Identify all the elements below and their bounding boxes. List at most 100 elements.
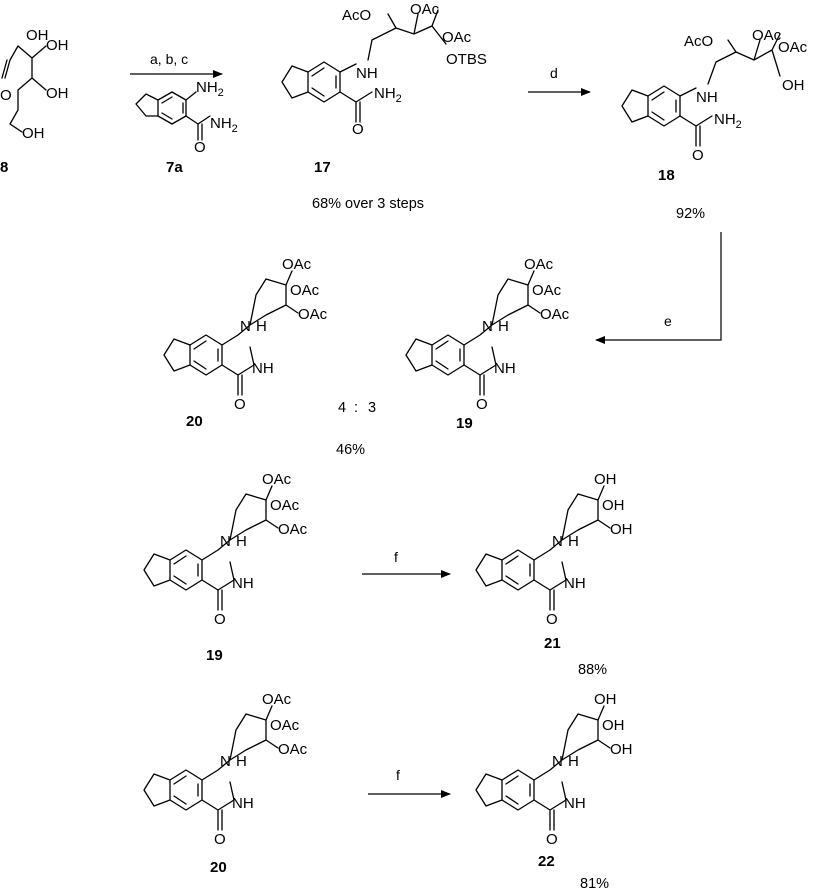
carbonyl-o-label: O [546, 831, 558, 848]
compound-label-19: 19 [456, 415, 473, 432]
step-abc: a, b, c NH2 NH2 O 7a [130, 51, 238, 176]
carbonyl-o-label: O [352, 121, 364, 138]
ratio-left: 4 [338, 400, 346, 416]
compound-22-structure: OH OH OH N H NH O [475, 691, 633, 848]
h-label: H [568, 753, 579, 770]
nh-label: NH [252, 360, 274, 377]
yield-22: 81% [580, 876, 609, 891]
step-f-2: f [368, 767, 451, 798]
oh-label: OH [782, 77, 805, 94]
oac-label: OAc [752, 27, 782, 44]
oac-label: OAc [278, 741, 308, 758]
oac-label: OAc [270, 717, 300, 734]
oac-label: OAc [262, 691, 292, 708]
carbonyl-o-label: O [476, 396, 488, 413]
n-label: N [552, 533, 563, 550]
yield-17: 68% over 3 steps [312, 196, 424, 212]
compound-20-structure: OAc OAc OAc N H NH O [163, 256, 328, 413]
nh2-label: NH2 [196, 79, 224, 99]
h-label: H [236, 533, 247, 550]
compound-label-22: 22 [538, 853, 555, 870]
h-label: H [236, 753, 247, 770]
compound-7a-structure: NH2 NH2 O 7a [135, 79, 238, 176]
reagent-abc: a, b, c [150, 51, 188, 67]
compound-label-20: 20 [210, 859, 227, 876]
nh-label: NH [564, 795, 586, 812]
n-label: N [482, 318, 493, 335]
compound-label-19: 19 [206, 647, 223, 664]
h-label: H [498, 318, 509, 335]
reagent-d: d [550, 65, 558, 81]
nh-label: NH [356, 65, 378, 82]
compound-label-21: 21 [544, 635, 561, 652]
aco-label: AcO [684, 33, 713, 50]
ratio: 4 : 3 [338, 400, 376, 416]
ratio-separator: : [354, 400, 358, 416]
n-label: N [220, 533, 231, 550]
compound-label-20: 20 [186, 413, 203, 430]
compound-label-17: 17 [314, 159, 331, 176]
oh-label: OH [594, 471, 617, 488]
compound-18-structure: AcO OAc OAc OH NH NH2 O 18 [621, 27, 808, 184]
n-label: N [220, 753, 231, 770]
reaction-arrow [595, 232, 722, 344]
compound-20-structure: OAc OAc OAc N H NH O [143, 691, 308, 848]
oh-label: OH [602, 497, 625, 514]
oac-label: OAc [410, 1, 440, 18]
oac-label: OAc [524, 256, 554, 273]
reagent-e: e [664, 313, 672, 329]
reagent-f: f [394, 549, 398, 565]
compound-17-structure: AcO OAc OAc OTBS NH NH2 O 17 [281, 1, 487, 176]
step-d: d [528, 65, 591, 96]
compound-label-18: 18 [658, 167, 675, 184]
oac-label: OAc [262, 471, 292, 488]
h-label: H [568, 533, 579, 550]
oac-label: OAc [778, 39, 808, 56]
nh-label: NH [494, 360, 516, 377]
oac-label: OAc [540, 306, 570, 323]
nh2-label: NH2 [374, 85, 402, 105]
compound-21-structure: OH OH OH N H NH O [475, 471, 633, 628]
nh-label: NH [696, 89, 718, 106]
carbonyl-o-label: O [546, 611, 558, 628]
oh-label: OH [594, 691, 617, 708]
oh-label: OH [610, 741, 633, 758]
oac-label: OAc [278, 521, 308, 538]
yield-21: 88% [578, 662, 607, 678]
oh-label: OH [46, 85, 69, 102]
step-e: e [595, 232, 722, 344]
nh-label: NH [564, 575, 586, 592]
yield-19-20: 46% [336, 442, 365, 458]
oac-label: OAc [442, 29, 472, 46]
h-label: H [256, 318, 267, 335]
step-f-1: f [362, 549, 451, 578]
compound-label-8: 8 [0, 159, 8, 176]
oac-label: OAc [532, 282, 562, 299]
oac-label: OAc [290, 282, 320, 299]
compound-19-structure: OAc OAc OAc N H NH O [405, 256, 570, 413]
oac-label: OAc [282, 256, 312, 273]
aldehyde-o-label: O [0, 87, 12, 104]
nh2-label: NH2 [210, 115, 238, 135]
nh2-label: NH2 [714, 111, 742, 131]
carbonyl-o-label: O [234, 396, 246, 413]
oac-label: OAc [298, 306, 328, 323]
oh-label: OH [22, 125, 45, 142]
carbonyl-o-label: O [692, 147, 704, 164]
n-label: N [240, 318, 251, 335]
oh-label: OH [26, 27, 49, 44]
compound-8-structure: OH OH OH OH O 8 [0, 27, 69, 176]
ratio-right: 3 [368, 400, 376, 416]
yield-18: 92% [676, 206, 705, 222]
nh-label: NH [232, 575, 254, 592]
carbonyl-o-label: O [214, 611, 226, 628]
aco-label: AcO [342, 7, 371, 24]
otbs-label: OTBS [446, 51, 487, 68]
reagent-f: f [396, 767, 400, 783]
oh-label: OH [46, 37, 69, 54]
compound-label-7a: 7a [166, 159, 183, 176]
carbonyl-o-label: O [214, 831, 226, 848]
carbonyl-o-label: O [194, 139, 206, 156]
oac-label: OAc [270, 497, 300, 514]
